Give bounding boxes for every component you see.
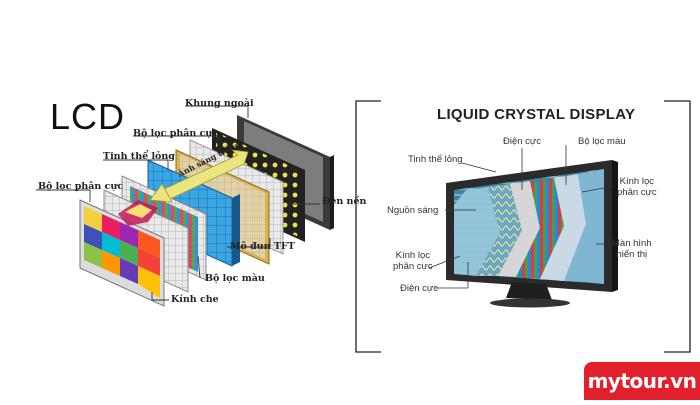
label-backlight: Đèn nền xyxy=(322,196,367,207)
brand-watermark: mytour.vn xyxy=(584,362,700,400)
label-light-source: Nguồn sáng xyxy=(387,205,439,216)
label-display-screen: Màn hình hiển thị xyxy=(612,238,652,260)
label-polarizer-top: Bộ lọc phân cực xyxy=(133,128,219,139)
white-light-arrow xyxy=(149,149,249,203)
label-liquid-crystal: Tinh thể lỏng xyxy=(103,151,175,162)
label-outer-frame: Khung ngoài xyxy=(185,98,254,109)
right-leader-lines xyxy=(428,145,616,289)
monitor xyxy=(446,160,618,308)
label-polarizer-left: Bộ lọc phân cực xyxy=(38,181,124,192)
label-cover-glass: Kính che xyxy=(171,294,219,305)
cover-glass-layer xyxy=(79,199,165,307)
label-color-filter-right: Bộ lọc màu xyxy=(578,136,626,147)
lcd-diagram-title: LIQUID CRYSTAL DISPLAY xyxy=(437,106,636,123)
label-color-filter: Bộ lọc màu xyxy=(205,273,265,284)
label-polarizer-right: Kính lọc phân cực xyxy=(617,176,657,198)
label-electrode-top: Điện cực xyxy=(503,136,542,147)
label-liquid-crystal-right: Tinh thể lỏng xyxy=(408,154,463,165)
label-polarizer-left-right: Kính lọc phân cực xyxy=(393,250,433,272)
monitor-stand xyxy=(506,282,552,300)
lcd-title: LCD xyxy=(50,96,126,137)
label-electrode-bottom: Điện cực xyxy=(400,283,439,294)
right-bracket xyxy=(355,100,691,353)
left-leader-lines xyxy=(36,105,320,301)
label-tft-module: Mô đun TFT xyxy=(230,241,295,252)
